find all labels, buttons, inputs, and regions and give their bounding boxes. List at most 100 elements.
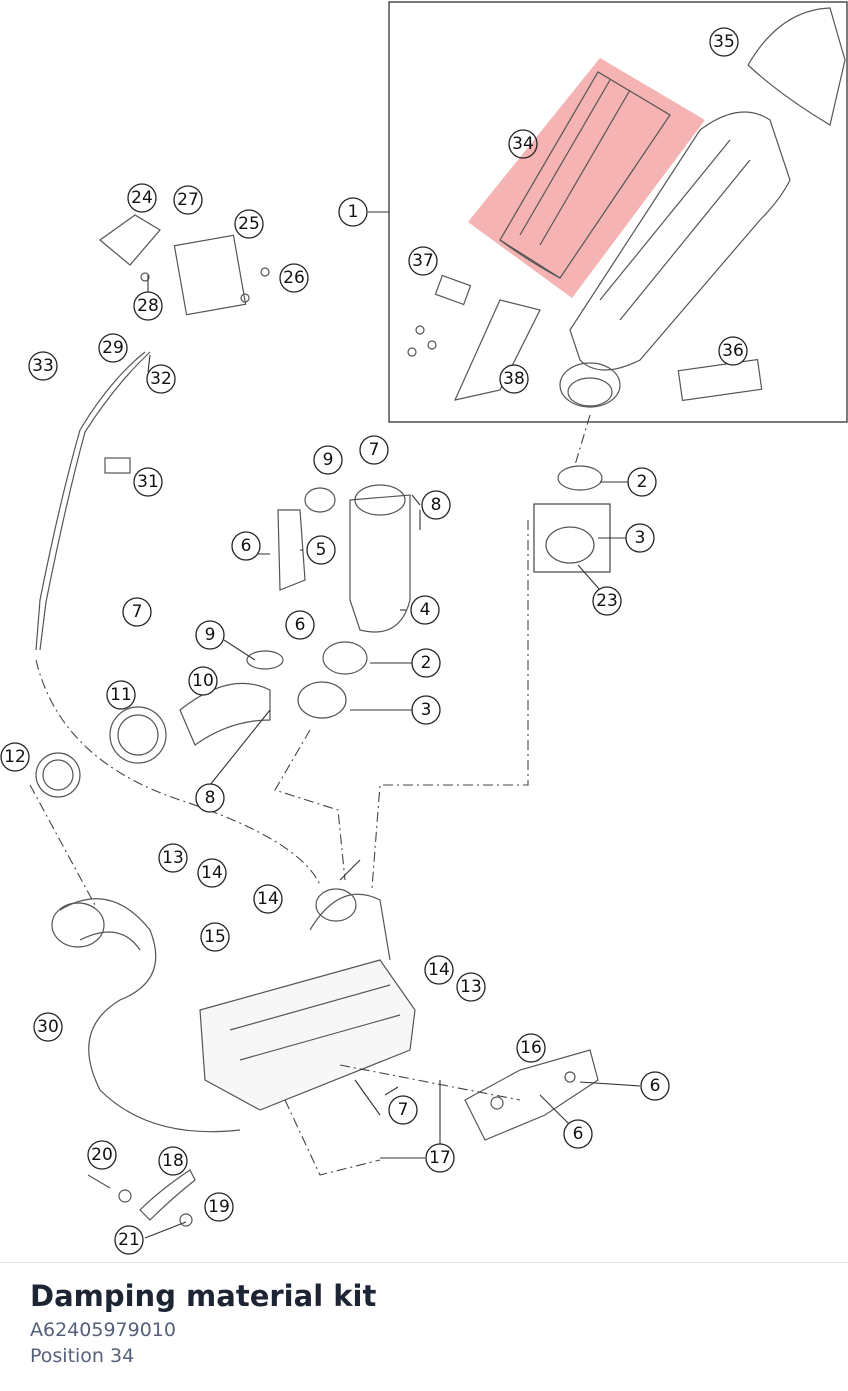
svg-text:34: 34 — [512, 134, 534, 154]
svg-text:1: 1 — [348, 202, 359, 222]
callout-37[interactable]: 37 — [408, 246, 438, 276]
svg-text:35: 35 — [713, 32, 735, 52]
svg-text:8: 8 — [431, 495, 442, 515]
svg-text:26: 26 — [283, 268, 305, 288]
svg-text:37: 37 — [412, 251, 434, 271]
header-pipe — [35, 752, 241, 1133]
callout-13[interactable]: 13 — [158, 843, 188, 873]
main-muffler — [199, 888, 416, 1111]
callout-6[interactable]: 6 — [640, 1071, 670, 1101]
svg-text:36: 36 — [722, 341, 744, 361]
callout-6[interactable]: 6 — [285, 610, 315, 640]
callout-34[interactable]: 34 — [508, 129, 538, 159]
callout-3[interactable]: 3 — [625, 523, 655, 553]
svg-text:10: 10 — [192, 671, 214, 691]
callout-13[interactable]: 13 — [456, 972, 486, 1002]
callout-14[interactable]: 14 — [253, 884, 283, 914]
svg-text:14: 14 — [257, 889, 279, 909]
callout-7[interactable]: 7 — [122, 597, 152, 627]
svg-text:13: 13 — [162, 848, 184, 868]
callout-28[interactable]: 28 — [133, 291, 163, 321]
callout-35[interactable]: 35 — [709, 27, 739, 57]
svg-text:25: 25 — [238, 214, 260, 234]
callout-8[interactable]: 8 — [421, 490, 451, 520]
callout-2[interactable]: 2 — [627, 467, 657, 497]
callout-18[interactable]: 18 — [158, 1146, 188, 1176]
svg-text:7: 7 — [132, 602, 143, 622]
callout-32[interactable]: 32 — [146, 364, 176, 394]
small-hardware — [87, 1169, 196, 1227]
callout-14[interactable]: 14 — [424, 955, 454, 985]
callout-5[interactable]: 5 — [306, 535, 336, 565]
callout-15[interactable]: 15 — [200, 922, 230, 952]
callout-1[interactable]: 1 — [338, 197, 368, 227]
callout-33[interactable]: 33 — [28, 351, 58, 381]
svg-text:28: 28 — [137, 296, 159, 316]
damping-material-highlight[interactable] — [468, 58, 705, 298]
callout-24[interactable]: 24 — [127, 183, 157, 213]
svg-text:14: 14 — [428, 960, 450, 980]
callout-7[interactable]: 7 — [359, 435, 389, 465]
callout-9[interactable]: 9 — [195, 620, 225, 650]
svg-text:27: 27 — [177, 190, 199, 210]
callout-31[interactable]: 31 — [133, 467, 163, 497]
callout-4[interactable]: 4 — [410, 595, 440, 625]
svg-text:11: 11 — [110, 685, 132, 705]
svg-text:19: 19 — [208, 1197, 230, 1217]
svg-text:33: 33 — [32, 356, 54, 376]
callout-3[interactable]: 3 — [411, 695, 441, 725]
callout-6[interactable]: 6 — [231, 531, 261, 561]
svg-text:3: 3 — [635, 528, 646, 548]
leader-lines — [144, 211, 641, 1239]
callout-36[interactable]: 36 — [718, 336, 748, 366]
callout-7[interactable]: 7 — [388, 1095, 418, 1125]
svg-text:23: 23 — [596, 591, 618, 611]
svg-text:12: 12 — [4, 747, 26, 767]
callout-29[interactable]: 29 — [98, 333, 128, 363]
svg-text:13: 13 — [460, 977, 482, 997]
svg-text:16: 16 — [520, 1038, 542, 1058]
part-name: Damping material kit — [30, 1279, 377, 1313]
elbow-pipe — [109, 650, 347, 764]
silencer-body — [559, 7, 846, 408]
callout-14[interactable]: 14 — [197, 858, 227, 888]
callout-19[interactable]: 19 — [204, 1192, 234, 1222]
callout-20[interactable]: 20 — [87, 1140, 117, 1170]
damping-material-part — [499, 71, 671, 279]
assembly-lines — [29, 414, 591, 1176]
callout-10[interactable]: 10 — [188, 666, 218, 696]
callout-26[interactable]: 26 — [279, 263, 309, 293]
svg-text:2: 2 — [421, 653, 432, 673]
svg-text:4: 4 — [420, 600, 431, 620]
callout-11[interactable]: 11 — [106, 680, 136, 710]
svg-text:17: 17 — [429, 1148, 451, 1168]
callout-8[interactable]: 8 — [195, 783, 225, 813]
part-position: Position 34 — [30, 1345, 135, 1367]
svg-text:18: 18 — [162, 1151, 184, 1171]
svg-text:9: 9 — [205, 625, 216, 645]
svg-text:29: 29 — [102, 338, 124, 358]
svg-text:20: 20 — [91, 1145, 113, 1165]
callout-30[interactable]: 30 — [33, 1012, 63, 1042]
svg-text:9: 9 — [323, 450, 334, 470]
bracket-parts — [407, 274, 763, 402]
callout-16[interactable]: 16 — [516, 1033, 546, 1063]
svg-text:5: 5 — [316, 540, 327, 560]
servo-motor — [99, 214, 270, 316]
callout-21[interactable]: 21 — [114, 1225, 144, 1255]
callout-25[interactable]: 25 — [234, 209, 264, 239]
callout-9[interactable]: 9 — [313, 445, 343, 475]
svg-text:30: 30 — [37, 1017, 59, 1037]
svg-text:14: 14 — [201, 863, 223, 883]
callout-27[interactable]: 27 — [173, 185, 203, 215]
callout-17[interactable]: 17 — [425, 1143, 455, 1173]
callout-2[interactable]: 2 — [411, 648, 441, 678]
catalyst-pipe — [277, 465, 603, 675]
callout-6[interactable]: 6 — [563, 1119, 593, 1149]
callout-38[interactable]: 38 — [499, 364, 529, 394]
callout-23[interactable]: 23 — [592, 586, 622, 616]
svg-text:21: 21 — [118, 1230, 140, 1250]
sensor-harness — [35, 351, 151, 651]
svg-text:7: 7 — [398, 1100, 409, 1120]
callout-12[interactable]: 12 — [0, 742, 30, 772]
